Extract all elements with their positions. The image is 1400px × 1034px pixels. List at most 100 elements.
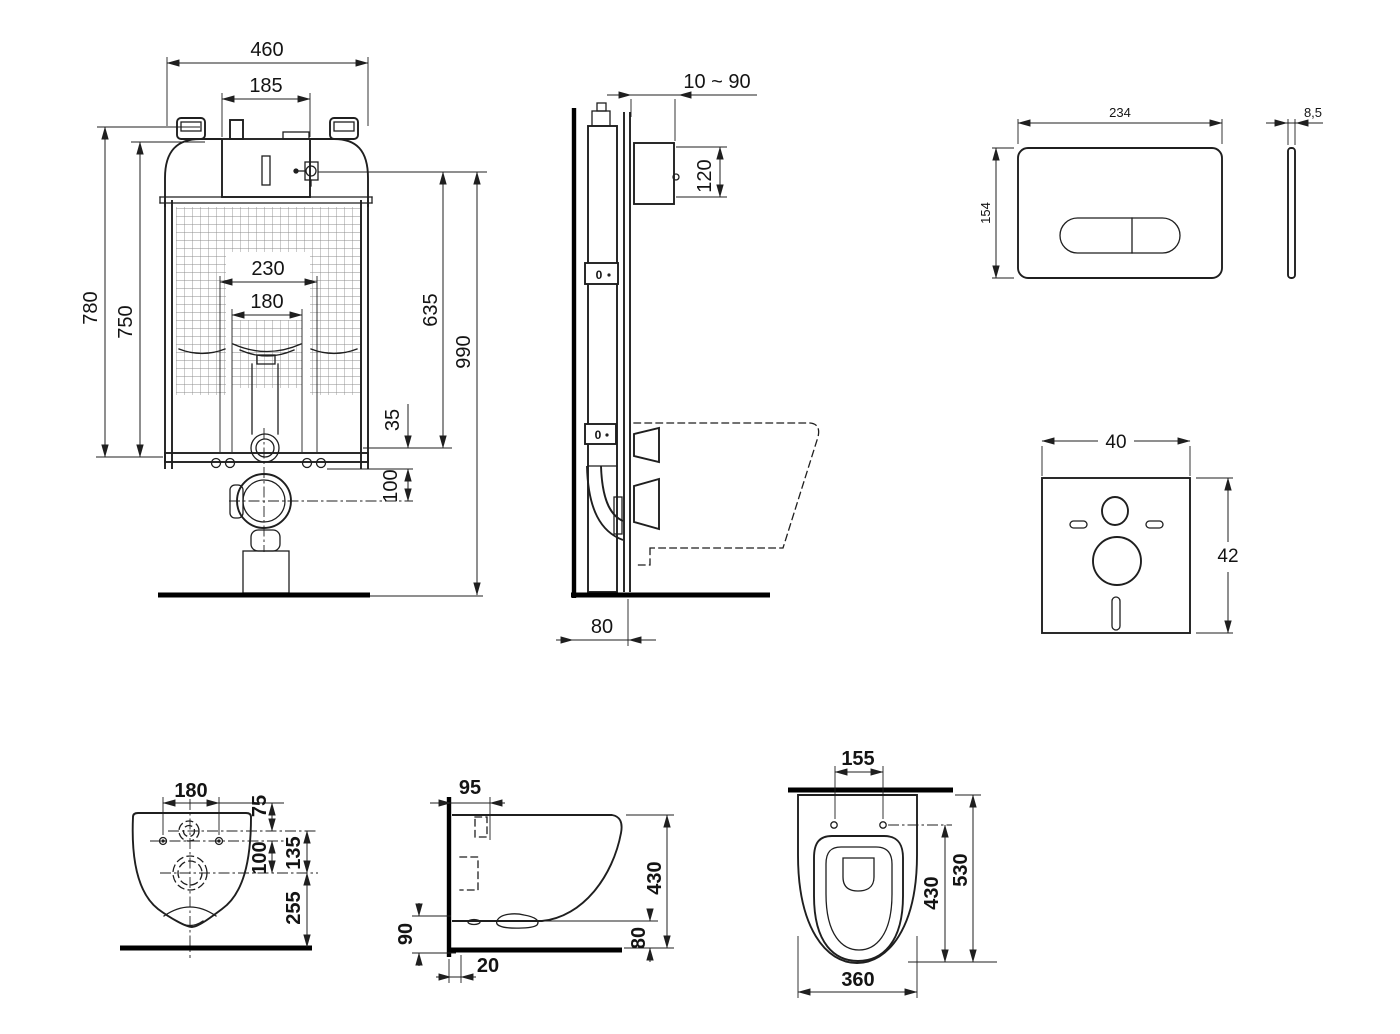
bowl-foot [467,913,539,929]
dim-label-135: 135 [283,836,305,869]
bowl-rear-view: 180 75 100 135 255 [120,780,318,958]
top-bump [282,131,310,140]
dim-155: 155 [834,748,884,819]
access-slot [261,155,271,186]
dim-20: 20 [436,955,499,983]
dim-label-80-clear: 80 [628,927,650,949]
mounting-brackets [633,426,660,531]
mount-tab-left-inner [180,121,202,132]
dim-234: 234 [1017,105,1223,144]
dim-label-8-5: 8,5 [1304,105,1322,120]
dim-label-75: 75 [249,795,271,817]
bowl-side-view: 95 430 80 90 20 [395,777,674,983]
dim-label-20: 20 [477,955,499,977]
dim-180-holes: 180 [162,780,284,835]
dim-label-90: 90 [395,923,417,945]
dim-430-side: 430 [624,814,674,949]
dim-460: 460 [166,39,369,126]
bowl-outline-rear [131,812,252,928]
adjuster-label-top: 0 [596,268,603,282]
dim-180-pipe: 180 [231,291,303,452]
dim-label-780: 780 [80,291,102,324]
dim-label-635: 635 [420,293,442,326]
dim-label-100-outlet: 100 [380,469,402,502]
dim-label-750: 750 [115,305,137,338]
dim-750: 750 [115,141,205,458]
dim-label-360: 360 [841,969,874,991]
dim-635: 635 [420,171,447,449]
level-adjuster-top: 0 [584,262,619,285]
access-window [221,138,311,198]
tank-flange [159,196,373,204]
dim-360: 360 [797,936,918,998]
dim-120: 120 [676,146,727,198]
dim-label-230: 230 [251,258,284,280]
dim-label-120: 120 [694,159,716,192]
dim-label-35: 35 [382,409,404,431]
fill-valve [293,161,319,187]
dim-label-185: 185 [249,75,282,97]
dim-label-40: 40 [1105,432,1126,453]
dim-185: 185 [221,75,311,137]
dim-label-42: 42 [1217,546,1238,567]
dim-label-990: 990 [453,335,475,368]
dim-label-530: 530 [950,853,972,886]
dim-100-outlet: 100 [380,468,412,503]
flush-pipe-joint [250,433,280,463]
dim-75: 75 [249,795,276,832]
seat-outline [813,835,904,962]
dim-label-154: 154 [978,202,993,224]
adjuster-label-bottom: 0 [595,428,602,442]
cistern-front-view: 460 185 780 750 230 180 [80,39,487,598]
bowl-dashed-outline [633,422,820,566]
mount-tab-right-inner [333,121,355,132]
flush-bend [178,343,358,435]
filler-knob [229,119,244,140]
dim-label-180-pipe: 180 [250,291,283,313]
bottom-rail [164,452,369,469]
dim-label-155: 155 [841,748,874,770]
hidden-fixings [459,816,488,891]
frame-rails [164,200,369,469]
cistern-side-view: 0 0 10 ~ 90 120 [556,71,820,646]
mat-cutouts [1069,496,1164,631]
mount-tab-right [329,117,359,140]
bowl-profile [452,814,623,922]
level-adjuster-bottom: 0 [584,423,617,445]
seat-fixing-holes [830,821,887,829]
dim-95: 95 [430,777,505,840]
dim-154: 154 [978,147,1014,279]
dim-label-10-90: 10 ~ 90 [683,71,750,93]
dim-530: 530 [908,794,997,963]
flush-connector [633,142,680,205]
front-rail [623,112,631,592]
plate-profile [1287,147,1296,279]
mat-body [1041,477,1191,634]
dim-10-90: 10 ~ 90 [607,71,757,141]
flush-buttons [1059,217,1181,254]
mount-tab-left [176,117,206,140]
dim-90: 90 [395,903,456,966]
cistern-tank [164,117,369,207]
dim-label-430-side: 430 [644,861,666,894]
dim-990: 990 [453,171,481,596]
dim-label-460: 460 [250,39,283,61]
frame-column [587,102,618,593]
dim-430-top: 430 [888,824,952,963]
dim-label-234: 234 [1109,105,1131,120]
centerlines-rear [150,799,318,958]
dim-label-100-rear: 100 [249,841,271,874]
dim-780: 780 [80,126,200,458]
dim-255: 255 [283,872,311,948]
dim-label-430-top: 430 [921,876,943,909]
dim-230: 230 [219,258,318,452]
dim-42: 42 [1196,477,1239,634]
dim-80-depth: 80 [556,599,656,646]
sound-insulation-mat: 40 42 [1041,432,1239,634]
dim-100-rear: 100 [249,840,276,875]
flush-plate-front: 234 154 [978,105,1223,279]
dim-80-clear: 80 [544,908,658,962]
bowl-outline-top [797,794,918,964]
